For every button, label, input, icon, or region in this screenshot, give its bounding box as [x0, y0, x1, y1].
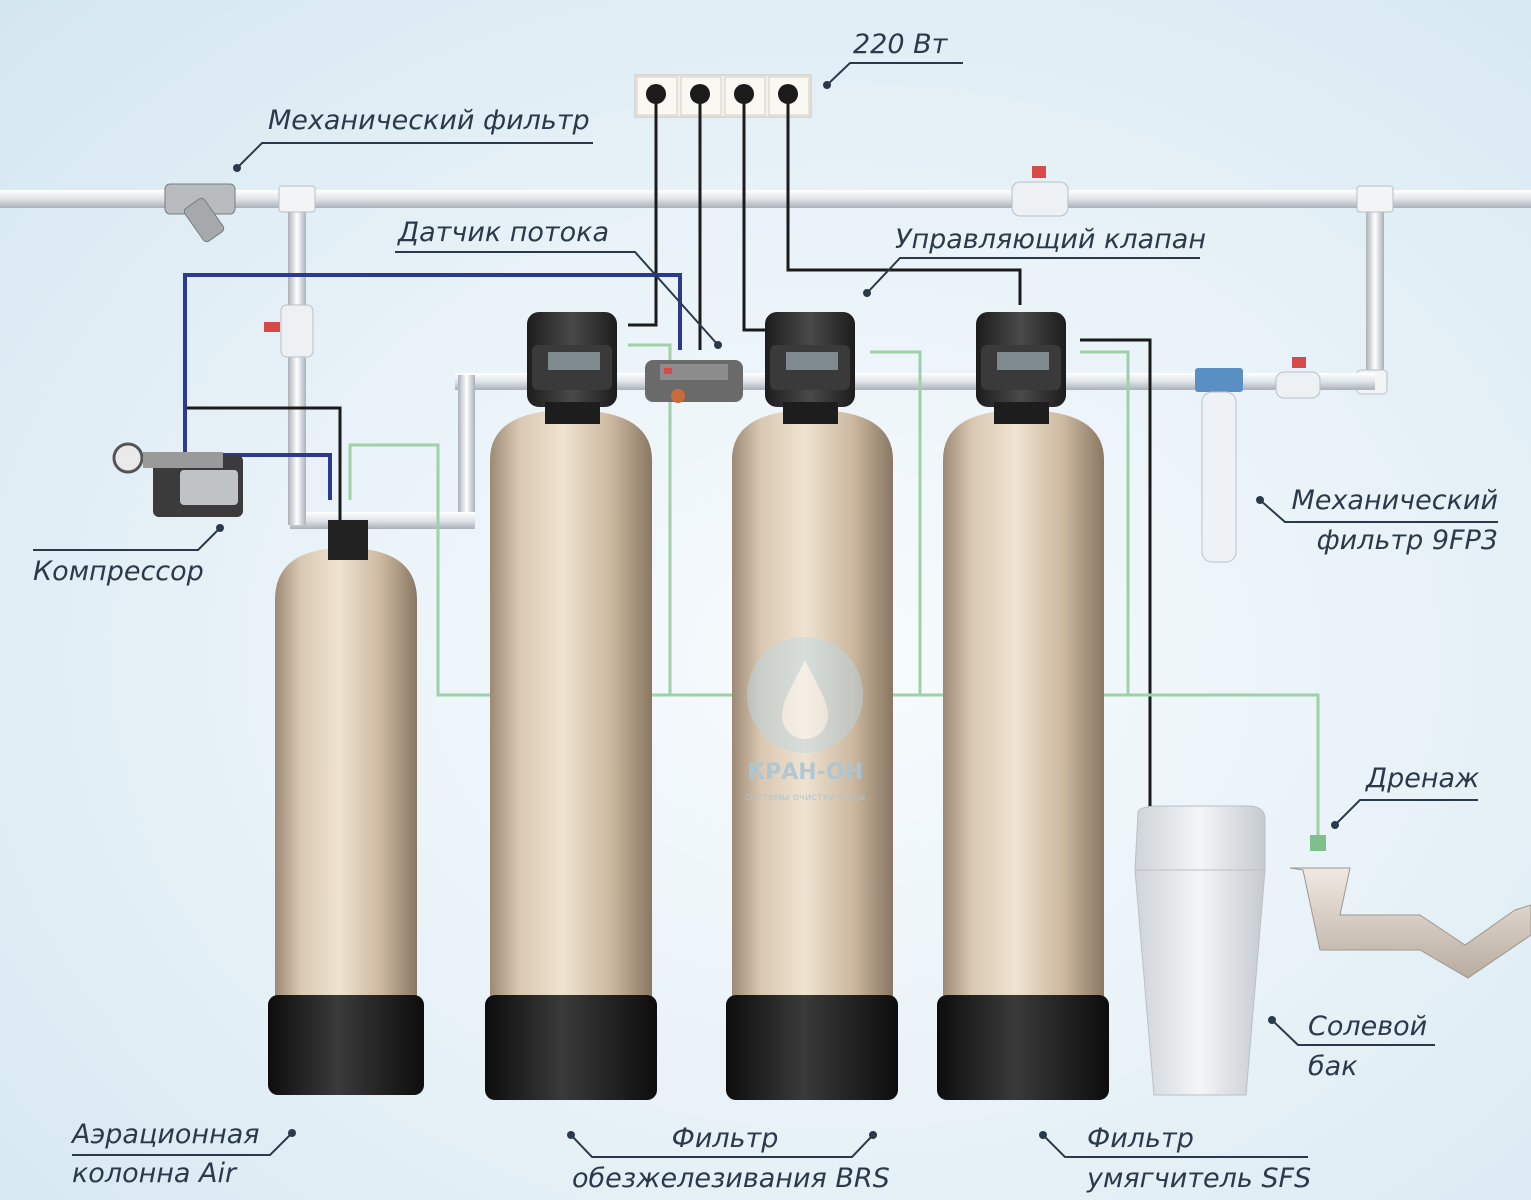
pipe-tee-left — [278, 185, 316, 213]
compressor — [112, 442, 243, 517]
aeration-inlet-pipe — [458, 375, 475, 525]
sfs-label-line2: умягчитель SFS — [1087, 1163, 1312, 1194]
drain-lines — [348, 343, 1320, 840]
drain-label: Дренаж — [1366, 763, 1480, 794]
brine-tank-label-line2: бак — [1308, 1051, 1358, 1082]
mech-filter-9fp3-label-line1: Механический — [1291, 485, 1498, 516]
power-cables — [186, 104, 1152, 810]
control-valve-2 — [765, 312, 855, 424]
power-label: 220 Вт — [853, 29, 948, 60]
brand-logo-mark — [747, 637, 863, 753]
cartridge-filter-9fp3 — [1195, 357, 1321, 563]
flow-sensor-label: Датчик потока — [398, 217, 610, 248]
valve-handle-left — [264, 322, 280, 332]
softener-filter — [937, 410, 1109, 1100]
shutoff-valve-left — [280, 304, 314, 358]
brs-label-line2: обезжелезивания BRS — [572, 1163, 890, 1194]
iron-removal-filter-2 — [726, 410, 898, 1100]
flow-sensor — [645, 360, 743, 403]
control-valve-label: Управляющий клапан — [895, 224, 1207, 255]
brand-name: КРАН-ОН — [747, 760, 863, 785]
ball-valve-top — [1011, 181, 1069, 217]
compressor-label: Компрессор — [33, 556, 204, 587]
brand-tagline: системы очистки воды — [744, 792, 866, 803]
pipe-tee-right — [1356, 185, 1394, 213]
brs-label-line1: Фильтр — [671, 1123, 779, 1154]
drain-pipe — [1289, 835, 1531, 979]
label-leaders — [33, 62, 1498, 1158]
mech-filter-9fp3-label-line2: фильтр 9FP3 — [1316, 525, 1498, 556]
power-sockets — [634, 74, 812, 118]
outlet-pipe-vertical — [1366, 195, 1384, 390]
iron-removal-filter — [485, 410, 657, 1100]
aeration-outlet-pipe — [290, 512, 475, 529]
aeration-label-line1: Аэрационная — [72, 1119, 260, 1150]
sfs-label-line1: Фильтр — [1087, 1123, 1194, 1154]
control-valve-1 — [527, 312, 617, 424]
mech-filter-label: Механический фильтр — [268, 105, 590, 136]
control-valve-3 — [976, 312, 1066, 424]
leader-dots — [216, 81, 1339, 1139]
bypass-pipe-vertical — [288, 195, 306, 525]
brine-tank — [1134, 805, 1266, 1096]
main-pipe — [0, 190, 1531, 208]
aeration-column — [268, 520, 424, 1095]
brine-tank-label-line1: Солевой — [1308, 1011, 1428, 1042]
aeration-label-line2: колонна Air — [72, 1158, 237, 1189]
valve-handle-top — [1032, 166, 1046, 178]
air-lines — [183, 273, 682, 500]
y-strainer — [164, 183, 236, 243]
